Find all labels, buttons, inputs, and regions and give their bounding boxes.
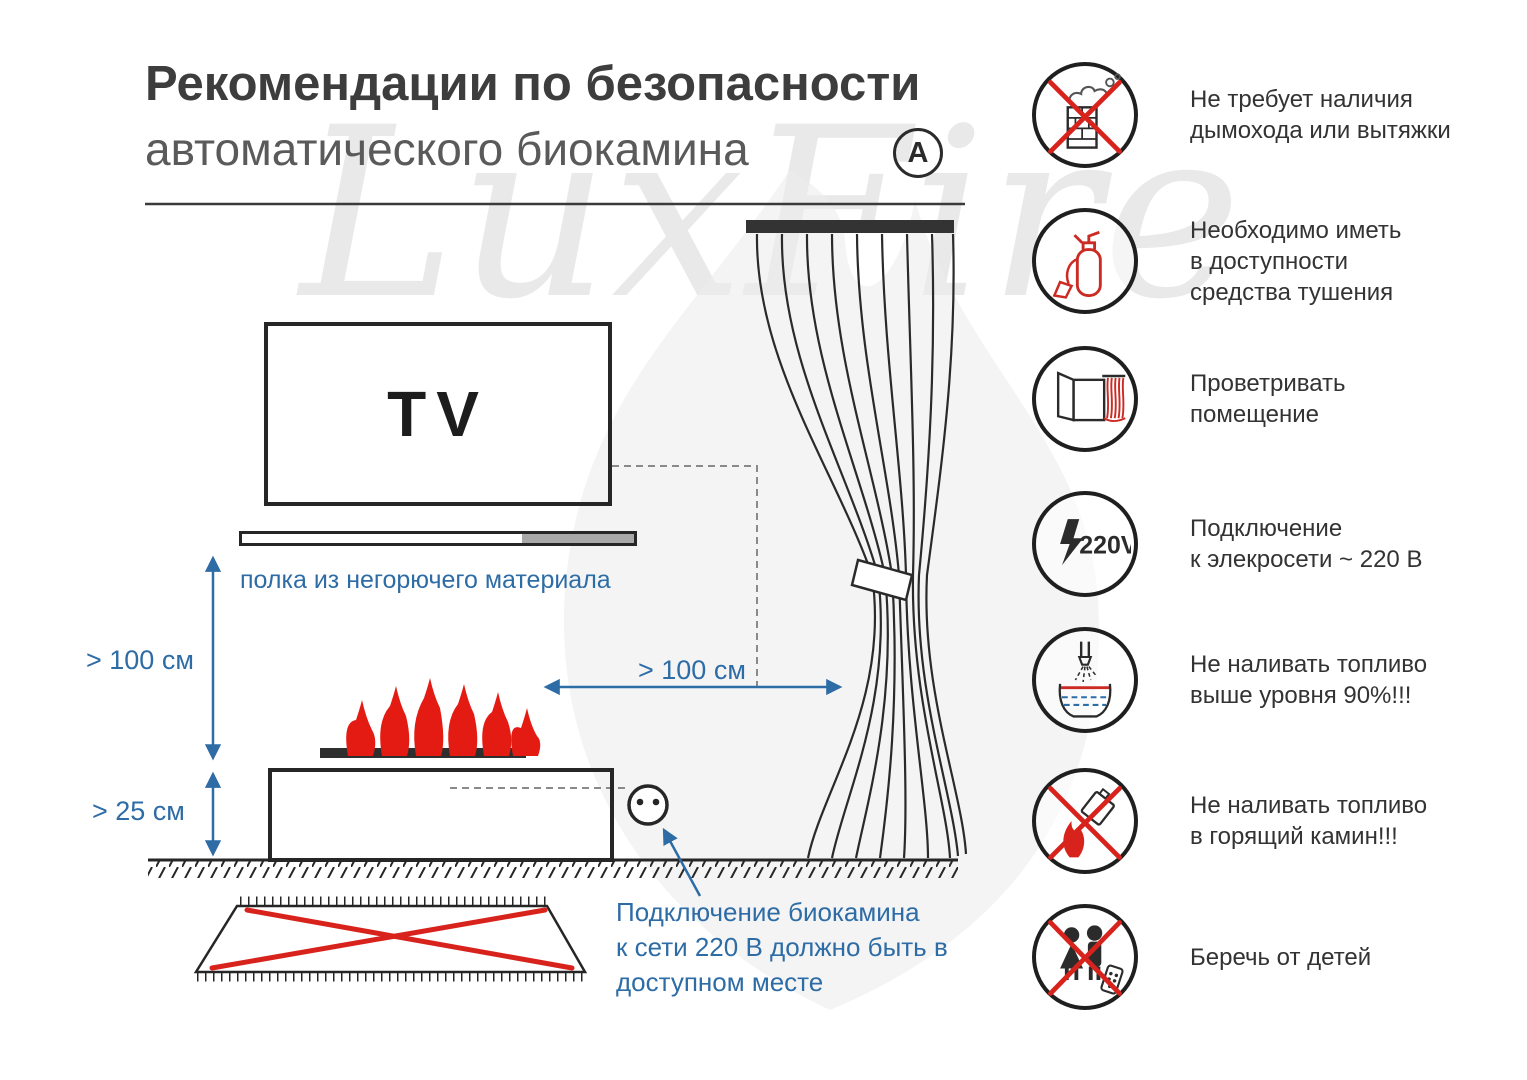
model-badge: A	[893, 128, 943, 178]
fireplace-box	[268, 768, 614, 862]
shelf	[239, 531, 637, 546]
floor-hatching	[148, 861, 958, 878]
lightning-bolt	[1060, 519, 1084, 566]
safety-caption: Не наливать топливо в горящий камин!!!	[1190, 792, 1428, 850]
outlet-note-arrow	[662, 827, 702, 897]
voltage-label: 220V	[1079, 532, 1131, 560]
no-chimney-icon	[1048, 73, 1122, 154]
page-subtitle: автоматического биокамина	[145, 123, 749, 175]
tv-box: TV	[264, 322, 612, 506]
page-title: Рекомендации по безопасности	[145, 57, 921, 111]
power-220v-icon: 220V	[1060, 519, 1131, 566]
safety-item: Проветривать помещение	[1032, 346, 1512, 452]
outlet-note: Подключение биокамина к сети 220 В должн…	[616, 897, 948, 997]
safety-caption: Проветривать помещение	[1190, 370, 1346, 428]
dim-shelf-to-fireplace-label: > 100 см	[86, 645, 194, 675]
safety-caption: Подключение к элекросети ~ 220 В	[1190, 515, 1423, 573]
shelf-label: полка из негорючего материала	[240, 566, 611, 594]
power-dashed-lines	[450, 465, 758, 789]
safety-caption: Не наливать топливо выше уровня 90%!!!	[1190, 651, 1428, 709]
curtain-rail	[746, 220, 954, 233]
dim-fireplace-to-curtain-label: > 100 см	[638, 655, 746, 685]
safety-item: 220V Подключение к элекросети ~ 220 В	[1032, 491, 1512, 597]
fuel-level-icon	[1058, 641, 1112, 718]
burner-flames	[320, 678, 541, 758]
safety-item: Не требует наличия дымохода или вытяжки	[1032, 62, 1512, 168]
power-outlet	[627, 784, 669, 826]
safety-caption: Необходимо иметь в доступности средства …	[1190, 216, 1402, 306]
carpet-forbidden-cross	[209, 907, 575, 971]
tv-label: TV	[387, 378, 489, 450]
safety-item: Не наливать топливо выше уровня 90%!!!	[1032, 627, 1512, 733]
safety-item: Не наливать топливо в горящий камин!!!	[1032, 768, 1512, 874]
safety-caption: Беречь от детей	[1190, 943, 1372, 971]
shelf-shading	[522, 534, 634, 543]
dimension-lines	[204, 555, 843, 897]
dashed-line-tv	[612, 465, 758, 687]
safety-item: Беречь от детей	[1032, 904, 1512, 1010]
curtain	[746, 220, 968, 859]
carpet	[193, 896, 588, 982]
fire-extinguisher-icon	[1052, 230, 1102, 299]
safety-caption: Не требует наличия дымохода или вытяжки	[1190, 86, 1451, 144]
floor-line	[148, 858, 958, 878]
keep-from-children-icon	[1048, 920, 1124, 996]
ventilate-icon	[1056, 371, 1126, 422]
no-refill-burning-icon	[1048, 786, 1122, 860]
dim-fireplace-to-floor-label: > 25 см	[92, 796, 185, 826]
flames	[346, 678, 541, 756]
curtain-tie	[850, 558, 914, 602]
safety-item: Необходимо иметь в доступности средства …	[1032, 208, 1512, 314]
